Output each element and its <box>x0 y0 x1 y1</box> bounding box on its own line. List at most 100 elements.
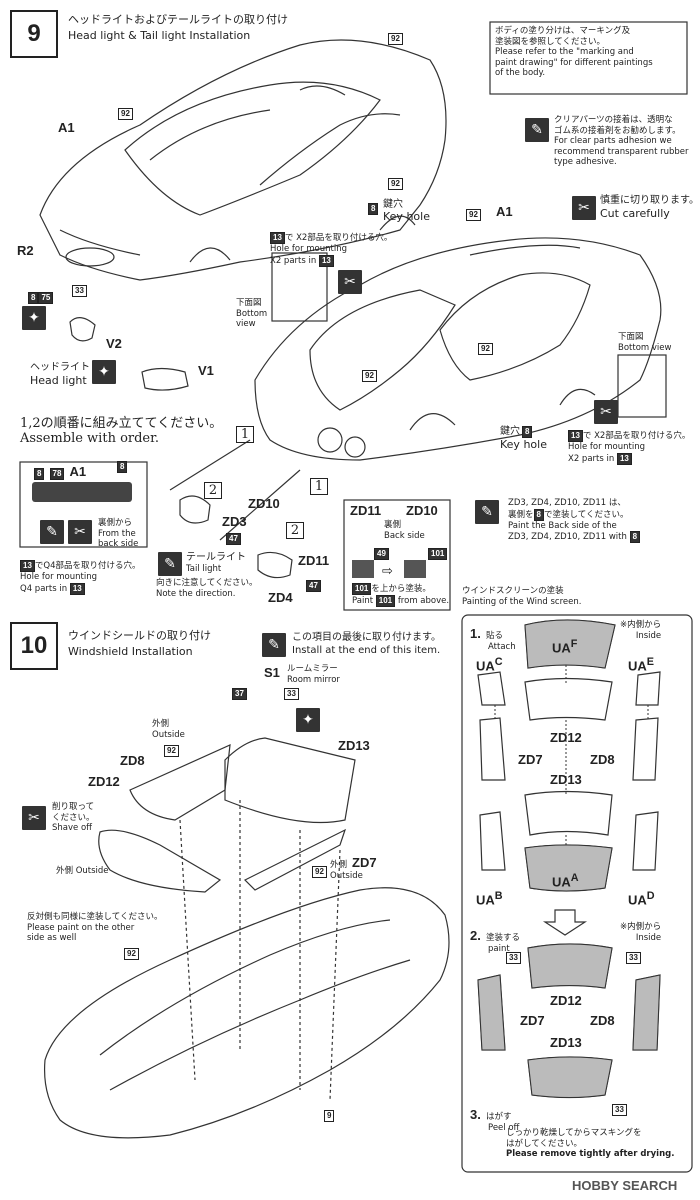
attach-jp: 貼る <box>485 631 503 641</box>
taillight-en: Tail light <box>186 564 222 574</box>
ua-d: UA <box>628 892 647 908</box>
part-37: 37 <box>232 688 247 700</box>
x2-en1-2: Hole for mounting <box>568 442 646 452</box>
step-attach: 1. 貼る Attach <box>470 623 516 653</box>
part-8-b2: 8 <box>117 461 128 473</box>
cut-icon-4: ✂ <box>68 520 92 544</box>
clear-jp1: クリアパーツの接着は、透明な <box>554 115 673 125</box>
outside-jp-1: 外側 <box>152 719 170 729</box>
part-92-f: 92 <box>164 745 179 757</box>
label-zd11: ZD11 <box>298 553 330 568</box>
part-92-a: 92 <box>118 108 133 120</box>
other-side-en2: side as well <box>27 933 77 943</box>
ua-e-sup: E <box>646 656 655 668</box>
above-jp: を上から塗装。 <box>371 584 431 594</box>
part-92-h: 92 <box>124 948 139 960</box>
bottom-en1-1: Bottom <box>236 308 268 319</box>
shave-en1: ください。 <box>52 812 95 823</box>
headlight-jp: ヘッドライト <box>30 362 90 373</box>
zd11-part-shape <box>352 560 374 578</box>
label-a1-3: A1 <box>69 464 87 479</box>
room-mirror-note: ルームミラー Room mirror <box>287 664 340 685</box>
shave-note: 削り取って ください。 Shave off <box>52 802 95 834</box>
ua-a: UA <box>552 874 571 890</box>
keyhole-jp-1: 鍵穴 <box>383 199 403 210</box>
a1-back-parts: 8 78 A1 <box>34 461 86 480</box>
back-side-note: 裏側から From the back side <box>98 518 138 550</box>
cut-en: Cut carefully <box>600 207 670 220</box>
cut-note: 慎重に切り取ります。 Cut carefully <box>600 195 699 220</box>
x2-en1-1: Hole for mounting <box>270 244 348 254</box>
part-75: 75 <box>38 292 54 304</box>
order-1-a: 1 <box>236 426 254 443</box>
part-9: 9 <box>324 1110 335 1122</box>
mask-ua-b: UAB <box>476 890 503 907</box>
bottom-jp-1: 下面図 <box>236 298 262 308</box>
zdpaint-en2: ZD3, ZD4, ZD10, ZD11 with <box>508 532 627 542</box>
label-zd11-b: ZD11 <box>350 503 382 518</box>
watermark: HOBBY SEARCH <box>572 1178 678 1193</box>
ua-b: UA <box>476 892 495 908</box>
mask-ua-d: UAD <box>628 890 655 907</box>
label-zd4: ZD4 <box>268 590 293 605</box>
clear-en3: type adhesive. <box>554 157 617 167</box>
step-peel: 3. はがす Peel off <box>470 1104 519 1134</box>
part-33-e: 33 <box>612 1104 627 1116</box>
label-a1: A1 <box>58 120 75 135</box>
glue-icon-3: ✎ <box>158 552 182 576</box>
install-end-en: Install at the end of this item. <box>292 645 441 656</box>
label-zd7: ZD7 <box>352 855 377 870</box>
outside-note-3: 外側 Outside <box>330 860 363 881</box>
taillight-jp: テールライト <box>186 552 246 563</box>
cut-jp: 慎重に切り取ります。 <box>600 195 699 206</box>
notice-jp1: ボディの塗り分けは、マーキング及 <box>495 26 631 36</box>
part-92-b: 92 <box>388 178 403 190</box>
part-47-b: 47 <box>306 580 321 592</box>
mask-ua-e: UAE <box>628 656 654 673</box>
direction-en: Note the direction. <box>156 588 236 599</box>
ua-f: UA <box>552 640 571 656</box>
peel-note: しっかり乾燥してからマスキングを はがしてください。 Please remove… <box>506 1128 674 1160</box>
bottom-view-1: 下面図 Bottom view <box>236 298 267 330</box>
part-8-r2: 8 <box>28 292 39 304</box>
mask2-zd13: ZD13 <box>550 1035 582 1050</box>
windpaint-en: Painting of the Wind screen. <box>462 596 582 607</box>
bottom-en2-1: view <box>236 319 256 329</box>
label-a1-2: A1 <box>496 204 513 219</box>
mask-ua-c: UAC <box>476 656 503 673</box>
peel-note-en: Please remove tightly after drying. <box>506 1149 675 1159</box>
label-zd3: ZD3 <box>222 514 247 529</box>
notice-en3: of the body. <box>495 68 546 78</box>
paint-notice: ボディの塗り分けは、マーキング及 塗装図を参照してください。 Please re… <box>495 26 653 79</box>
install-end-jp: この項目の最後に取り付けます。 <box>292 632 441 643</box>
bottom-en-2: Bottom view <box>618 342 672 353</box>
tail-light-note: テールライト Tail light <box>186 552 246 575</box>
backside2-jp: 裏側 <box>384 520 402 530</box>
assemble-order: 1,2の順番に組み立ててください。 Assemble with order. <box>20 412 222 446</box>
x2-jp-2: で X2部品を取り付ける穴。 <box>582 431 691 441</box>
mask2-zd8: ZD8 <box>590 1013 615 1028</box>
ua-e: UA <box>628 658 647 674</box>
q4-en1: Hole for mounting <box>20 572 98 582</box>
part-33-c: 33 <box>506 952 521 964</box>
part-101-c: 101 <box>375 595 396 607</box>
arrow-icon: ⇨ <box>382 564 393 579</box>
step10-number: 10 <box>10 622 58 670</box>
attach-num: 1. <box>470 626 481 641</box>
glue-icon: ✎ <box>525 118 549 142</box>
peel-jp: はがす <box>485 1112 512 1122</box>
cut-icon-5: ✂ <box>22 806 46 830</box>
part-78: 78 <box>49 468 65 480</box>
cut-icon-2: ✂ <box>338 270 362 294</box>
mask2-zd12: ZD12 <box>550 993 582 1008</box>
headlight-paint-icon-2: ✦ <box>92 360 116 384</box>
backside2-en: Back side <box>384 530 425 541</box>
ua-c: UA <box>476 658 495 674</box>
part-33-a: 33 <box>72 285 87 297</box>
part-13-c: 13 <box>568 430 583 442</box>
label-r2: R2 <box>17 243 34 258</box>
step10-title-en: Windshield Installation <box>68 645 193 658</box>
